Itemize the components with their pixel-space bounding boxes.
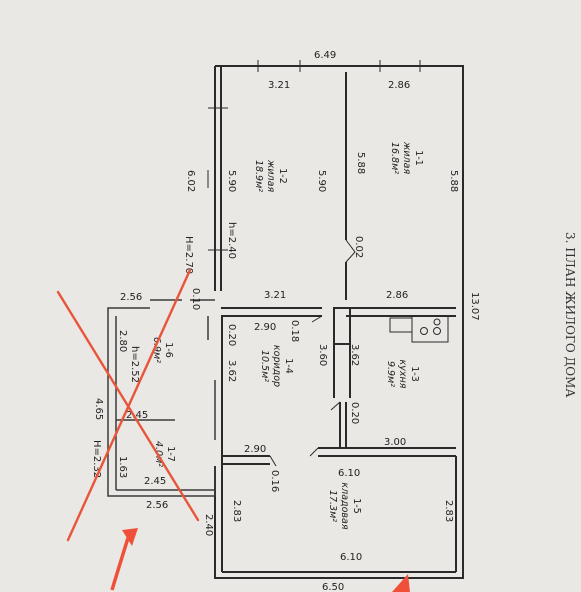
dim-ext-h: h=2.52 — [129, 346, 140, 383]
dim-bottom-total: 6.50 — [322, 582, 344, 592]
dim-left-height: 6.02 — [185, 170, 196, 192]
dim-290a: 2.90 — [254, 322, 276, 333]
dim-283a: 2.83 — [231, 500, 242, 522]
dim-top-left: 3.21 — [268, 80, 290, 91]
dim-ext-465: 4.65 — [93, 398, 104, 420]
dim-290b: 2.90 — [244, 444, 266, 455]
room-1-7-id: 1-7 — [165, 446, 176, 462]
room-1-5-label: 1-5 кладовая 17.3м² — [327, 482, 362, 529]
room-1-4-name: коридор — [271, 345, 282, 387]
room-1-3-area: 9.9м² — [385, 361, 396, 387]
room-1-3-name: кухня — [397, 360, 408, 389]
dim-mid-321: 3.21 — [264, 290, 286, 301]
dim-283b: 2.83 — [443, 500, 454, 522]
dim-610b: 6.10 — [340, 552, 362, 563]
dim-ext-256a: 2.56 — [120, 292, 142, 303]
dim-top-right: 2.86 — [388, 80, 410, 91]
room-1-2-area: 18.9м² — [253, 160, 264, 192]
dim-016: 0.16 — [269, 470, 280, 492]
dim-right-total: 13.07 — [469, 292, 480, 321]
room-1-4-label: 1-4 коридор 10.5м² — [259, 345, 294, 387]
dim-room11-left: 5.88 — [355, 152, 366, 174]
dim-020b: 0.20 — [349, 402, 360, 424]
dim-room11-right: 5.88 — [448, 170, 459, 192]
dim-ext-245b: 2.45 — [144, 476, 166, 487]
room-1-6-area: 6.9м² — [151, 337, 162, 363]
room-1-1-area: 16.8м² — [389, 142, 400, 174]
dim-018: 0.18 — [289, 320, 300, 342]
red-arrowhead-icon — [392, 574, 410, 592]
dim-ext-245a: 2.45 — [126, 410, 148, 421]
dim-360: 3.60 — [317, 344, 328, 366]
room-1-5-id: 1-5 — [351, 498, 362, 514]
room-1-1-label: 1-1 жилая 16.8м² — [389, 141, 424, 175]
room-1-4-id: 1-4 — [283, 358, 294, 374]
dim-020a: 0.20 — [226, 324, 237, 346]
room-1-4-area: 10.5м² — [259, 350, 270, 382]
room-1-1-id: 1-1 — [413, 150, 424, 166]
room-1-3-label: 1-3 кухня 9.9м² — [385, 360, 420, 389]
room-1-5-name: кладовая — [339, 482, 350, 529]
dim-362b: 3.62 — [226, 360, 237, 382]
room-1-3-id: 1-3 — [409, 366, 420, 382]
room-1-6-label: 1-6 6.9м² — [151, 337, 174, 363]
dim-362a: 3.62 — [349, 344, 360, 366]
page-title: 3. ПЛАН ЖИЛОГО ДОМА — [563, 232, 577, 397]
room-1-2-label: 1-2 жилая 18.9м² — [253, 159, 288, 193]
cross-out-mark — [56, 268, 200, 542]
dim-H270: H=2.70 — [183, 236, 194, 274]
room-1-2-name: жилая — [265, 159, 276, 193]
dim-room12-width: 5.90 — [226, 170, 237, 192]
dim-top-total: 6.49 — [314, 50, 336, 61]
chimney-column — [333, 307, 351, 345]
dim-room12-inner: 5.90 — [316, 170, 327, 192]
dim-610a: 6.10 — [338, 468, 360, 479]
dim-ext-256b: 2.56 — [146, 500, 168, 511]
dim-002: 0.02 — [353, 236, 364, 258]
dim-ext-H: H=2.32 — [91, 440, 102, 478]
dim-ext-280: 2.80 — [117, 330, 128, 352]
room-1-2-id: 1-2 — [277, 168, 288, 184]
dim-010: 0.10 — [190, 288, 201, 310]
dim-mid-286: 2.86 — [386, 290, 408, 301]
dim-ext-240: 2.40 — [203, 514, 214, 536]
stove-icon — [389, 315, 449, 343]
dim-ext-163: 1.63 — [117, 456, 128, 478]
room-1-1-name: жилая — [401, 141, 412, 175]
walls — [207, 60, 464, 579]
room-1-5-area: 17.3м² — [327, 490, 338, 522]
red-arrow-icon — [110, 528, 138, 591]
dim-300: 3.00 — [384, 437, 406, 448]
room-1-6-id: 1-6 — [163, 342, 174, 358]
dim-h240: h=2.40 — [226, 222, 237, 259]
